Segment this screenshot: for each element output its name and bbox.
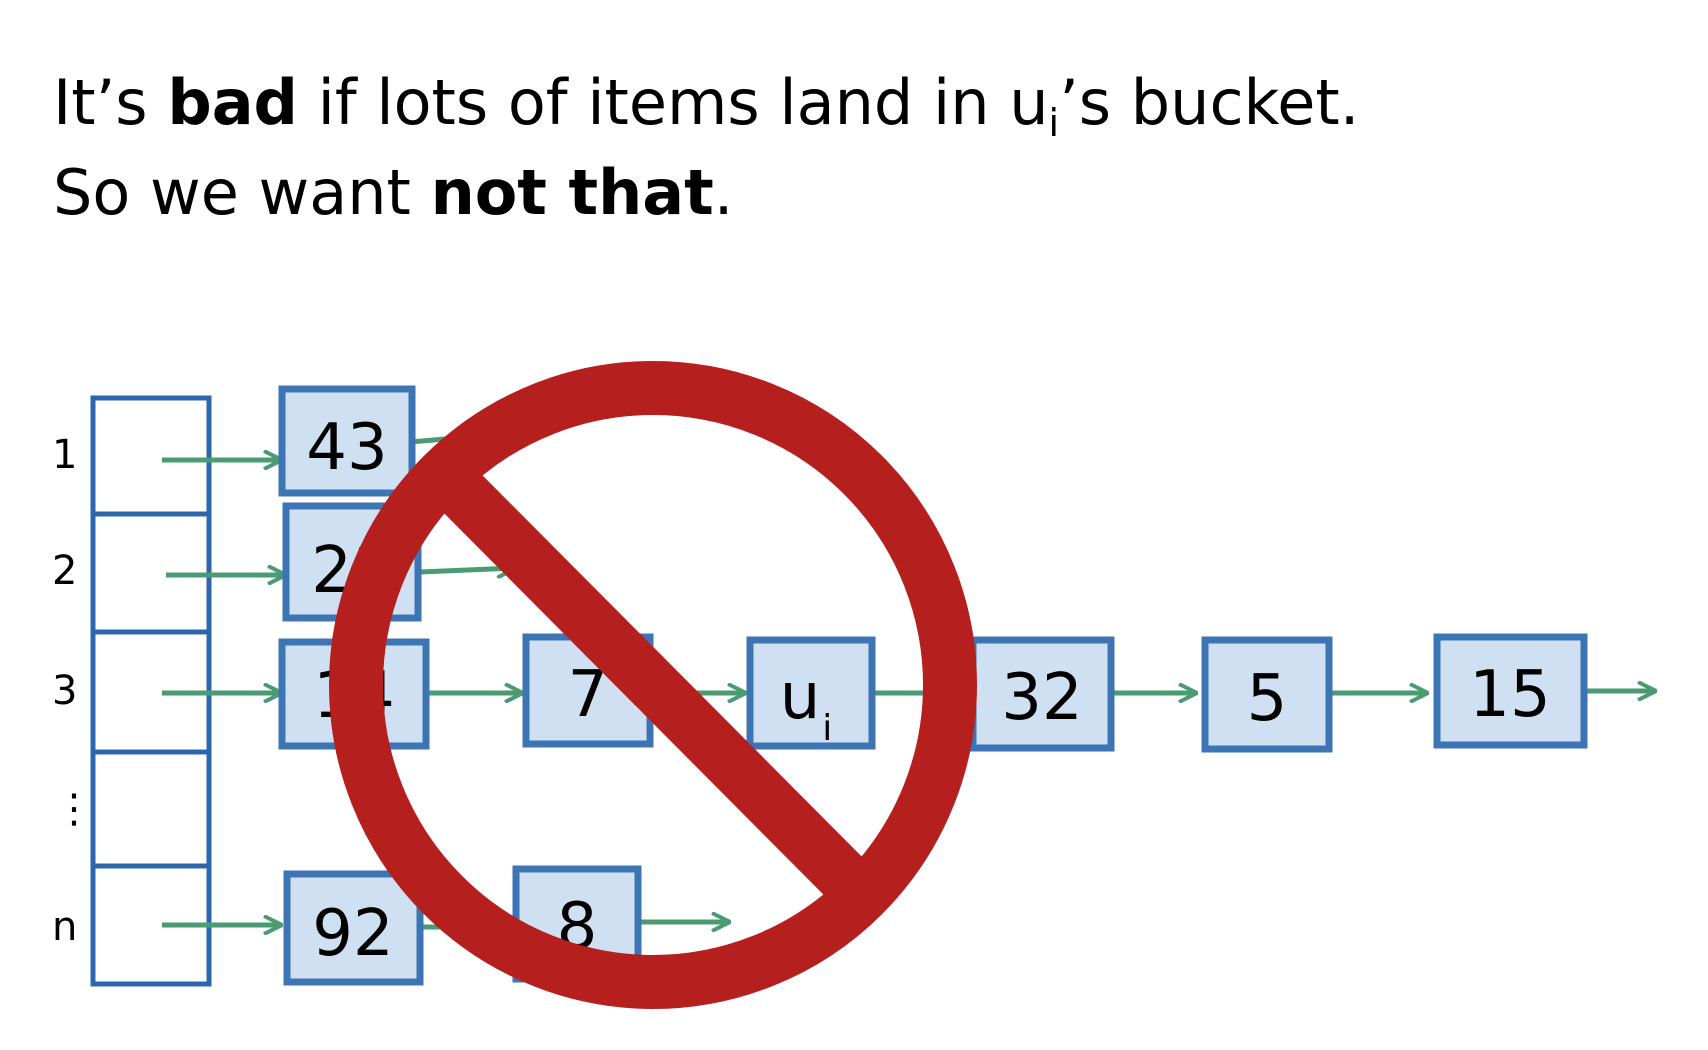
node-ui-box xyxy=(746,636,876,750)
arrow-21-out xyxy=(419,568,515,572)
slide-line-2: So we want not that. xyxy=(53,156,734,229)
node-5: 5 xyxy=(1247,662,1288,736)
node-92: 92 xyxy=(312,897,393,971)
emphasis-not-that: not that xyxy=(430,156,714,229)
arrows xyxy=(162,436,1656,927)
node-ui-sub: i xyxy=(822,708,832,749)
node-ui: ui xyxy=(780,660,833,749)
row-label-ellipsis: ⋮ xyxy=(54,786,94,832)
row-label-3: 3 xyxy=(52,668,77,714)
row-label-2: 2 xyxy=(52,548,77,594)
prohibition-sign-icon xyxy=(329,361,977,1009)
emphasis-bad: bad xyxy=(167,66,298,139)
node-32-box xyxy=(969,636,1115,752)
slide-text: It’s bad if lots of items land in ui’s b… xyxy=(53,58,1359,238)
node-43: 43 xyxy=(306,411,387,485)
node-5-box xyxy=(1201,636,1333,753)
row-label-1: 1 xyxy=(52,432,77,478)
node-ui-base: u xyxy=(780,660,821,734)
slide-line-1: It’s bad if lots of items land in ui’s b… xyxy=(53,66,1360,145)
node-15: 15 xyxy=(1469,658,1550,732)
node-15-box xyxy=(1433,633,1588,749)
bucket-ellipsis xyxy=(90,749,212,869)
node-32: 32 xyxy=(1001,661,1082,735)
row-label-n: n xyxy=(52,904,77,950)
node-43-box xyxy=(278,385,416,497)
bucket-1 xyxy=(90,395,212,517)
node-92-box xyxy=(283,870,424,986)
